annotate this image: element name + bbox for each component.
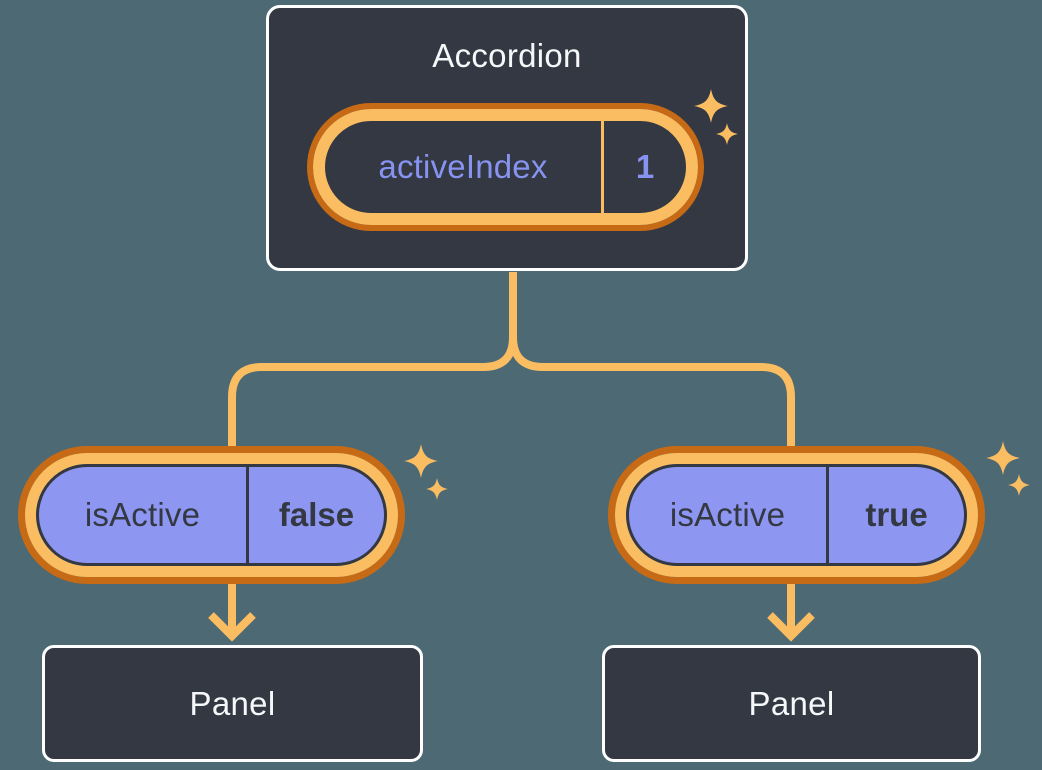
connector-root-to-right-child bbox=[509, 272, 795, 452]
prop-label: isActive bbox=[669, 496, 786, 533]
panel-title: Panel bbox=[189, 684, 276, 722]
pill-divider bbox=[601, 121, 604, 213]
state-value: 1 bbox=[635, 148, 655, 185]
state-pill-ring: activeIndex 1 bbox=[313, 109, 698, 225]
pill-divider bbox=[246, 467, 249, 563]
sparkle-icon bbox=[426, 478, 448, 500]
sparkle-icon bbox=[716, 123, 738, 145]
sparkle-icon bbox=[404, 444, 438, 478]
prop-value: false bbox=[278, 496, 355, 533]
arrow-head-icon bbox=[767, 612, 815, 642]
sparkle-icon bbox=[986, 441, 1020, 475]
prop-pill-ring: isActive true bbox=[615, 453, 978, 577]
arrow-left-to-panel bbox=[208, 582, 256, 642]
sparkle-icon bbox=[1008, 474, 1030, 496]
arrow-head-icon bbox=[208, 612, 256, 642]
accordion-title: Accordion bbox=[432, 37, 582, 74]
sparkle-icon bbox=[694, 89, 728, 123]
pill-divider bbox=[826, 467, 829, 563]
prop-value: true bbox=[865, 496, 928, 533]
accordion-node: Accordion activeIndex 1 bbox=[266, 5, 748, 271]
state-pill-activeindex: activeIndex 1 bbox=[307, 103, 704, 231]
prop-pill-isactive-right: isActive true bbox=[608, 446, 985, 584]
state-label: activeIndex bbox=[378, 148, 548, 185]
panel-node-left: Panel bbox=[42, 645, 423, 762]
prop-pill-ring: isActive false bbox=[25, 453, 398, 577]
panel-node-right: Panel bbox=[602, 645, 981, 762]
prop-pill-isactive-left: isActive false bbox=[18, 446, 405, 584]
prop-label: isActive bbox=[84, 496, 201, 533]
arrow-right-to-panel bbox=[767, 582, 815, 642]
panel-title: Panel bbox=[748, 684, 835, 722]
